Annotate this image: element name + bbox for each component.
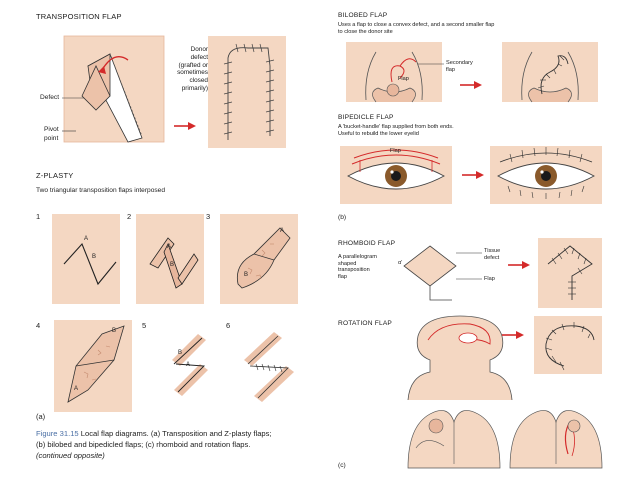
bilobed-description: Uses a flap to close a convex defect, an… <box>338 22 495 35</box>
rhomboid-description: A parallelogram shaped transposition fla… <box>338 254 377 280</box>
rhomboid-arrow <box>508 261 530 269</box>
zplasty-3-letter-a: A <box>280 228 285 234</box>
zplasty-step-3-diagram <box>220 214 298 304</box>
zplasty-subtitle: Two triangular transposition flaps inter… <box>36 187 166 194</box>
zplasty-step-2-diagram <box>136 214 204 304</box>
zplasty-step-4: 4 <box>36 321 41 330</box>
bipedicle-after-eye <box>490 146 602 204</box>
caption-line-2: (b) bilobed and bipedicled flaps; (c) rh… <box>36 440 251 449</box>
zplasty-title: Z-PLASTY <box>36 171 74 180</box>
rhomboid-after-diagram <box>538 238 602 308</box>
zplasty-step-5-diagram <box>152 320 226 410</box>
zplasty-step-3: 3 <box>206 212 211 221</box>
rotation-buttock-after <box>509 410 603 469</box>
rhomboid-alpha-label: α' <box>398 260 403 266</box>
tissue-defect-label: Tissue defect <box>484 248 501 261</box>
figure-number: Figure 31.15 <box>36 429 79 438</box>
zplasty-1-letter-b: B <box>92 254 97 260</box>
donor-defect-note: Donor defect (grafted or sometimes close… <box>177 46 208 92</box>
bipedicle-description: A 'bucket-handle' flap supplied from bot… <box>338 124 454 137</box>
transposition-after-diagram <box>208 36 286 148</box>
transposition-flap-title: TRANSPOSITION FLAP <box>36 12 122 21</box>
secondary-flap-leader <box>418 63 444 65</box>
figure-caption: Figure 31.15 Local flap diagrams. (a) Tr… <box>36 428 336 461</box>
rhomboid-before-diagram <box>403 245 457 301</box>
zplasty-1-letter-a: A <box>84 236 89 242</box>
tissue-defect-leader <box>456 252 482 254</box>
caption-line-1: Local flap diagrams. (a) Transposition a… <box>80 429 272 438</box>
rotation-flap-title: ROTATION FLAP <box>338 320 393 327</box>
zplasty-4-letter-a: A <box>74 386 79 392</box>
zplasty-step-1-diagram <box>52 214 120 304</box>
zplasty-step-2: 2 <box>127 212 132 221</box>
rotation-buttock-before <box>407 410 501 469</box>
rhomboid-flap-label: Flap <box>484 276 495 282</box>
zplasty-step-1: 1 <box>36 212 41 221</box>
zplasty-step-5: 5 <box>142 321 147 330</box>
zplasty-2-letter-a: A <box>167 244 172 250</box>
zplasty-step-6-diagram <box>236 320 306 410</box>
rhomboid-flap-title: RHOMBOID FLAP <box>338 240 396 247</box>
bilobed-after-diagram <box>502 42 598 103</box>
rotation-after-diagram <box>534 316 602 374</box>
rhomboid-flap-leader <box>456 278 482 280</box>
bipedicle-arrow <box>462 171 484 179</box>
secondary-flap-label: Secondary flap <box>446 60 473 73</box>
zplasty-5-letter-b: B <box>178 350 183 356</box>
pivot-leader-line <box>62 130 76 132</box>
defect-label: Defect <box>40 94 60 101</box>
bilobed-flap-title: BILOBED FLAP <box>338 12 388 19</box>
transposition-before-diagram <box>63 35 165 143</box>
zplasty-2-letter-b: B <box>170 262 175 268</box>
panel-b-label: (b) <box>338 214 347 221</box>
bipedicle-before-eye <box>340 146 452 204</box>
defect-leader-line <box>62 97 84 99</box>
bipedicle-flap-title: BIPEDICLE FLAP <box>338 114 394 121</box>
panel-a-label: (a) <box>36 412 46 421</box>
pivot-point-label: Pivot point <box>44 126 59 142</box>
panel-c-label: (c) <box>338 462 346 469</box>
bilobed-before-diagram <box>346 42 442 103</box>
bipedicle-flap-label: Flap <box>390 148 401 154</box>
bilobed-flap-label: Flap <box>398 76 409 82</box>
caption-line-3: (continued opposite) <box>36 451 105 460</box>
transposition-arrow <box>174 122 196 130</box>
zplasty-step-4-diagram <box>54 320 132 412</box>
zplasty-3-letter-b: B <box>244 272 249 278</box>
zplasty-5-letter-a: A <box>186 362 191 368</box>
bilobed-arrow <box>460 81 482 89</box>
rotation-head-diagram <box>407 315 513 401</box>
zplasty-4-letter-b: B <box>112 328 117 334</box>
rotation-arrow <box>502 331 524 339</box>
zplasty-step-6: 6 <box>226 321 231 330</box>
